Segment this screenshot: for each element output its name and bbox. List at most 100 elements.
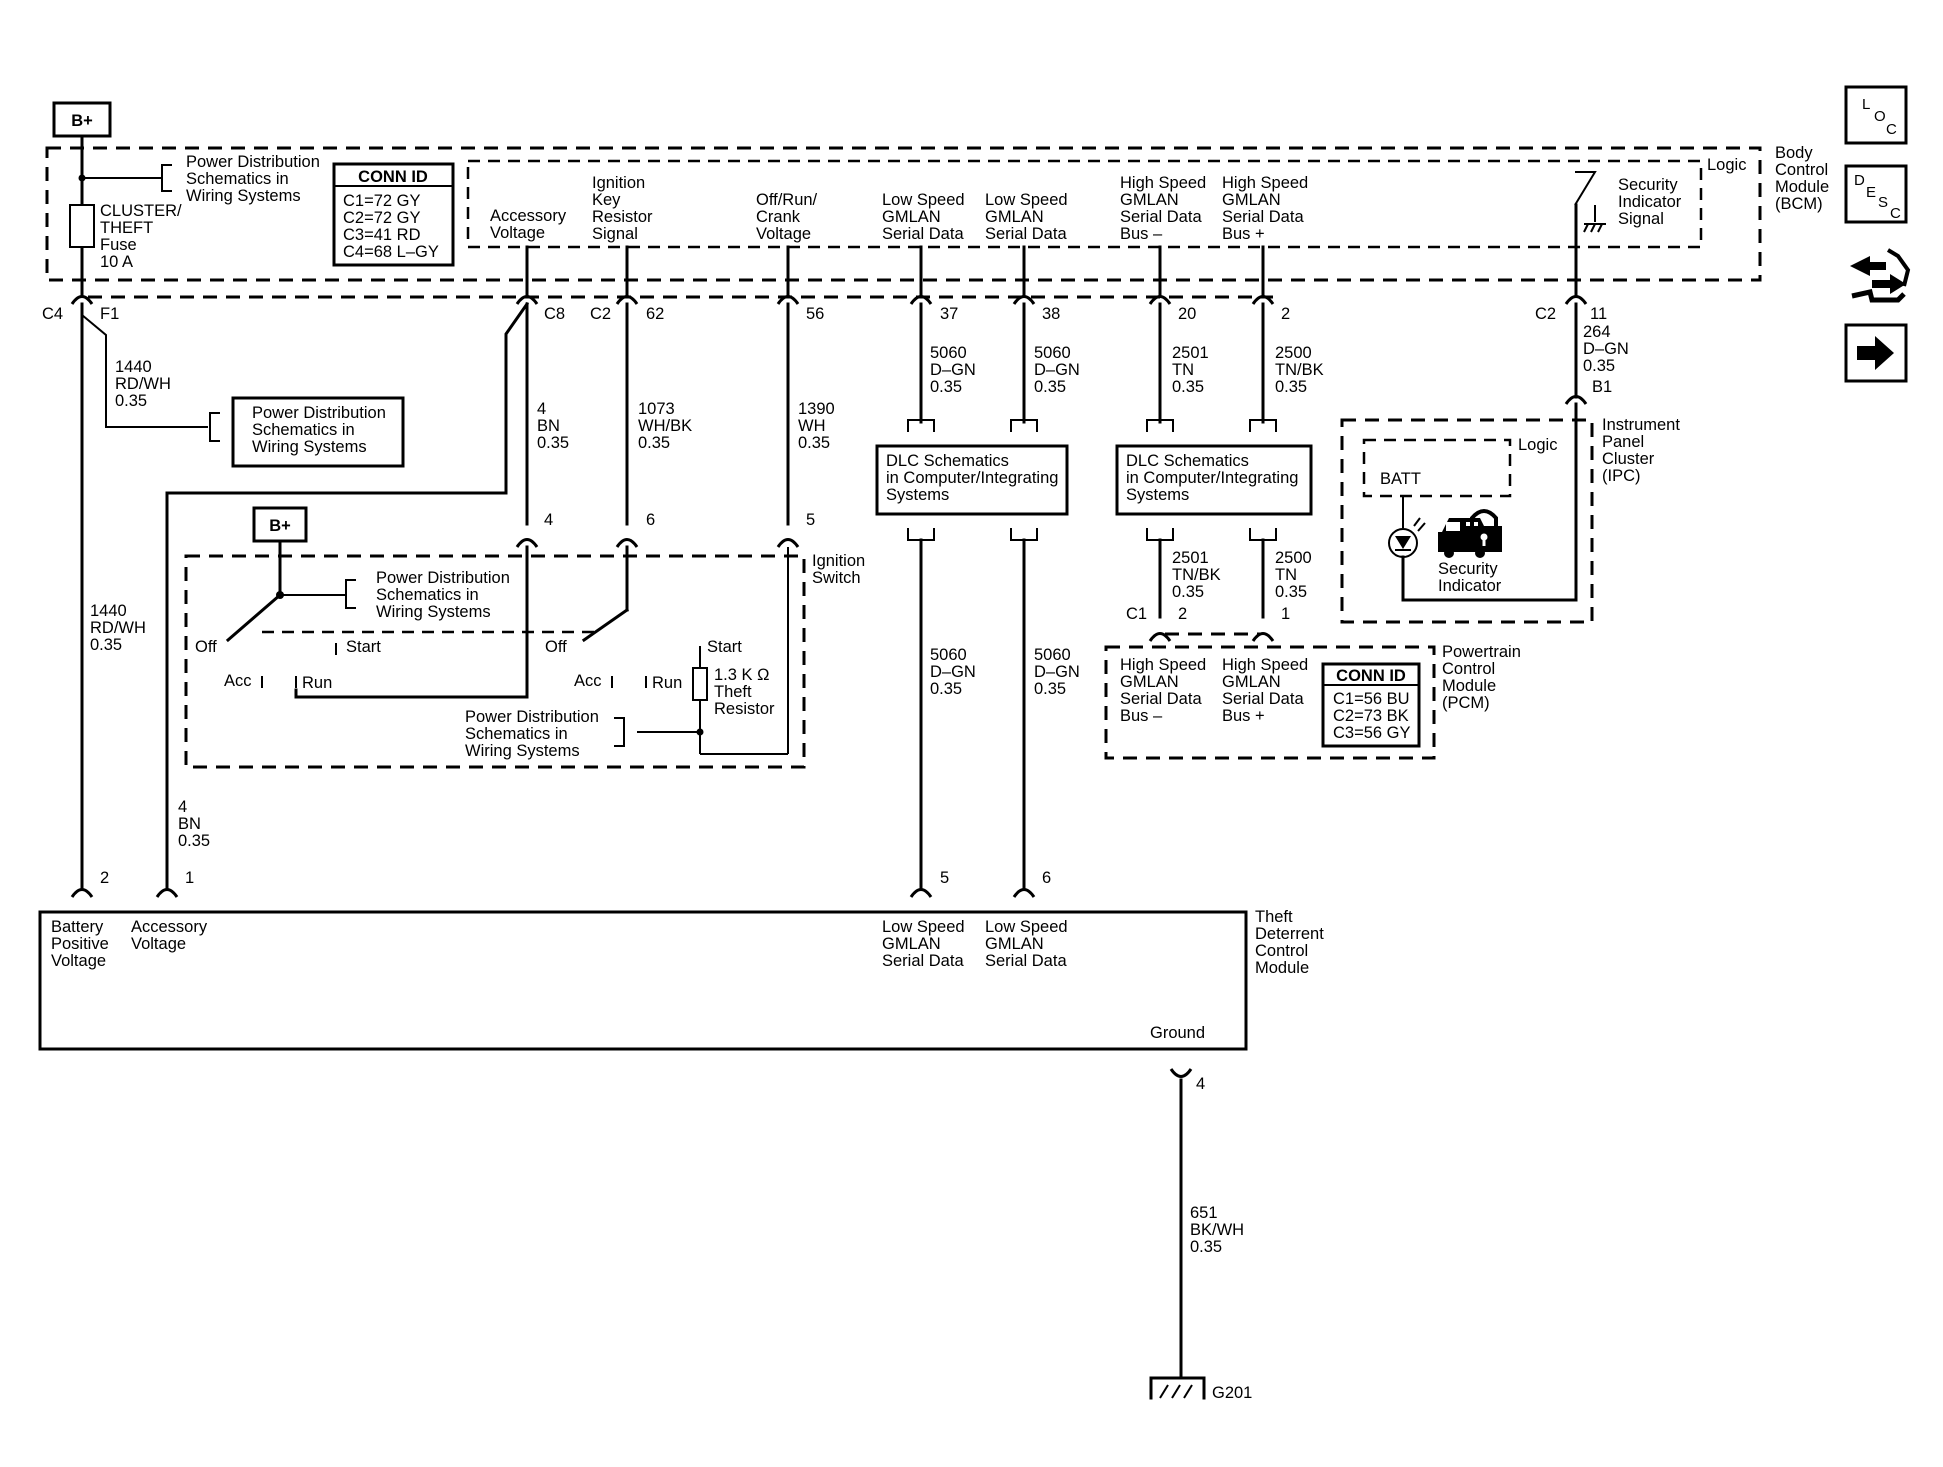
svg-text:0.35: 0.35 bbox=[798, 434, 830, 452]
svg-text:2501: 2501 bbox=[1172, 344, 1209, 362]
svg-text:D–GN: D–GN bbox=[1034, 663, 1080, 681]
svg-text:(PCM): (PCM) bbox=[1442, 694, 1490, 712]
svg-text:G201: G201 bbox=[1212, 1384, 1252, 1402]
svg-text:Start: Start bbox=[346, 638, 381, 656]
svg-text:O: O bbox=[1874, 108, 1886, 125]
svg-text:TN: TN bbox=[1275, 566, 1297, 584]
svg-text:Low Speed: Low Speed bbox=[882, 191, 965, 209]
svg-text:BN: BN bbox=[178, 815, 201, 833]
svg-text:GMLAN: GMLAN bbox=[1120, 673, 1179, 691]
svg-text:5060: 5060 bbox=[1034, 646, 1071, 664]
svg-text:0.35: 0.35 bbox=[1034, 680, 1066, 698]
low-speed-gmlan: 5060 D–GN 0.35 5060 D–GN 0.35 DLC Schema… bbox=[875, 302, 1080, 891]
ground-symbol-icon bbox=[1149, 1376, 1206, 1400]
svg-text:0.35: 0.35 bbox=[90, 636, 122, 654]
svg-text:Ground: Ground bbox=[1150, 1024, 1205, 1042]
svg-text:Accessory: Accessory bbox=[490, 207, 567, 225]
svg-text:Fuse: Fuse bbox=[100, 236, 137, 254]
svg-text:0.35: 0.35 bbox=[1172, 378, 1204, 396]
svg-text:Bus –: Bus – bbox=[1120, 225, 1163, 243]
svg-text:Power Distribution: Power Distribution bbox=[465, 708, 599, 726]
ignition-switch: Ignition Switch 4 6 5 B+ Power Distribut… bbox=[184, 506, 865, 769]
svg-text:C2=72 GY: C2=72 GY bbox=[343, 209, 421, 227]
svg-text:56: 56 bbox=[806, 305, 824, 323]
svg-text:Low Speed: Low Speed bbox=[882, 918, 965, 936]
svg-text:Bus +: Bus + bbox=[1222, 707, 1265, 725]
svg-text:in Computer/Integrating: in Computer/Integrating bbox=[1126, 469, 1298, 487]
svg-text:in Computer/Integrating: in Computer/Integrating bbox=[886, 469, 1058, 487]
svg-text:D–GN: D–GN bbox=[1034, 361, 1080, 379]
svg-text:2: 2 bbox=[1178, 605, 1187, 623]
svg-text:Voltage: Voltage bbox=[131, 935, 186, 953]
next-arrow-button[interactable] bbox=[1844, 323, 1908, 383]
svg-text:WH: WH bbox=[798, 417, 826, 435]
svg-text:GMLAN: GMLAN bbox=[985, 935, 1044, 953]
svg-text:Control: Control bbox=[1442, 660, 1495, 678]
svg-text:C1=56 BU: C1=56 BU bbox=[1333, 690, 1410, 708]
svg-text:Serial Data: Serial Data bbox=[1222, 690, 1304, 708]
svg-text:5060: 5060 bbox=[1034, 344, 1071, 362]
svg-text:B+: B+ bbox=[269, 517, 291, 535]
svg-text:Security: Security bbox=[1438, 560, 1498, 578]
svg-text:Acc: Acc bbox=[574, 672, 602, 690]
svg-text:Theft: Theft bbox=[1255, 908, 1293, 926]
svg-text:CONN ID: CONN ID bbox=[1336, 667, 1406, 685]
svg-text:Run: Run bbox=[652, 674, 682, 692]
svg-text:62: 62 bbox=[646, 305, 664, 323]
svg-text:2: 2 bbox=[1281, 305, 1290, 323]
svg-text:11: 11 bbox=[1590, 305, 1607, 323]
svg-text:1390: 1390 bbox=[798, 400, 835, 418]
svg-text:2501: 2501 bbox=[1172, 549, 1209, 567]
svg-text:F1: F1 bbox=[100, 305, 119, 323]
svg-text:L: L bbox=[1862, 96, 1870, 113]
svg-text:Module: Module bbox=[1442, 677, 1496, 695]
svg-text:THEFT: THEFT bbox=[100, 219, 153, 237]
svg-text:20: 20 bbox=[1178, 305, 1196, 323]
wire-1073: 1073 WH/BK 0.35 bbox=[625, 302, 692, 526]
svg-text:Indicator: Indicator bbox=[1618, 193, 1682, 211]
svg-text:5060: 5060 bbox=[930, 646, 967, 664]
svg-text:GMLAN: GMLAN bbox=[985, 208, 1044, 226]
connector-wrench-icon[interactable] bbox=[1850, 248, 1911, 303]
svg-text:C2: C2 bbox=[590, 305, 611, 323]
svg-text:Security: Security bbox=[1618, 176, 1678, 194]
svg-text:Schematics in: Schematics in bbox=[252, 421, 355, 439]
svg-text:C2: C2 bbox=[1535, 305, 1556, 323]
svg-text:2: 2 bbox=[100, 869, 109, 887]
svg-text:4: 4 bbox=[178, 798, 187, 816]
nav-loc-button[interactable]: L O C bbox=[1844, 85, 1908, 145]
svg-text:Schematics in: Schematics in bbox=[465, 725, 568, 743]
pcm-module: C1 2 1 Powertrain Control Module (PCM) H… bbox=[1104, 605, 1521, 760]
svg-text:TN: TN bbox=[1172, 361, 1194, 379]
svg-text:TN/BK: TN/BK bbox=[1172, 566, 1221, 584]
svg-text:Power Distribution: Power Distribution bbox=[376, 569, 510, 587]
svg-text:Wiring Systems: Wiring Systems bbox=[376, 603, 491, 621]
svg-text:Resistor: Resistor bbox=[714, 700, 775, 718]
svg-text:C: C bbox=[1890, 205, 1901, 222]
svg-text:Low Speed: Low Speed bbox=[985, 191, 1068, 209]
svg-text:5: 5 bbox=[940, 869, 949, 887]
svg-text:651: 651 bbox=[1190, 1204, 1218, 1222]
svg-text:RD/WH: RD/WH bbox=[115, 375, 171, 393]
wire-1390: 1390 WH 0.35 bbox=[786, 302, 835, 526]
svg-text:0.35: 0.35 bbox=[930, 378, 962, 396]
svg-text:2500: 2500 bbox=[1275, 344, 1312, 362]
svg-text:0.35: 0.35 bbox=[1034, 378, 1066, 396]
svg-text:1: 1 bbox=[1281, 605, 1290, 623]
nav-desc-button[interactable]: D E S C bbox=[1844, 164, 1908, 224]
svg-text:1: 1 bbox=[185, 869, 194, 887]
svg-text:High Speed: High Speed bbox=[1120, 174, 1206, 192]
svg-text:E: E bbox=[1866, 184, 1876, 201]
svg-text:Low Speed: Low Speed bbox=[985, 918, 1068, 936]
svg-text:C3=56 GY: C3=56 GY bbox=[1333, 724, 1411, 742]
svg-text:High Speed: High Speed bbox=[1222, 656, 1308, 674]
svg-text:Serial Data: Serial Data bbox=[1120, 208, 1202, 226]
svg-text:TN/BK: TN/BK bbox=[1275, 361, 1324, 379]
svg-text:C4=68 L–GY: C4=68 L–GY bbox=[343, 243, 439, 261]
svg-text:Power Distribution: Power Distribution bbox=[252, 404, 386, 422]
svg-text:0.35: 0.35 bbox=[115, 392, 147, 410]
svg-text:4: 4 bbox=[1196, 1075, 1205, 1093]
svg-text:B+: B+ bbox=[71, 112, 93, 130]
power-distribution-box: Power Distribution Schematics in Wiring … bbox=[209, 396, 405, 468]
